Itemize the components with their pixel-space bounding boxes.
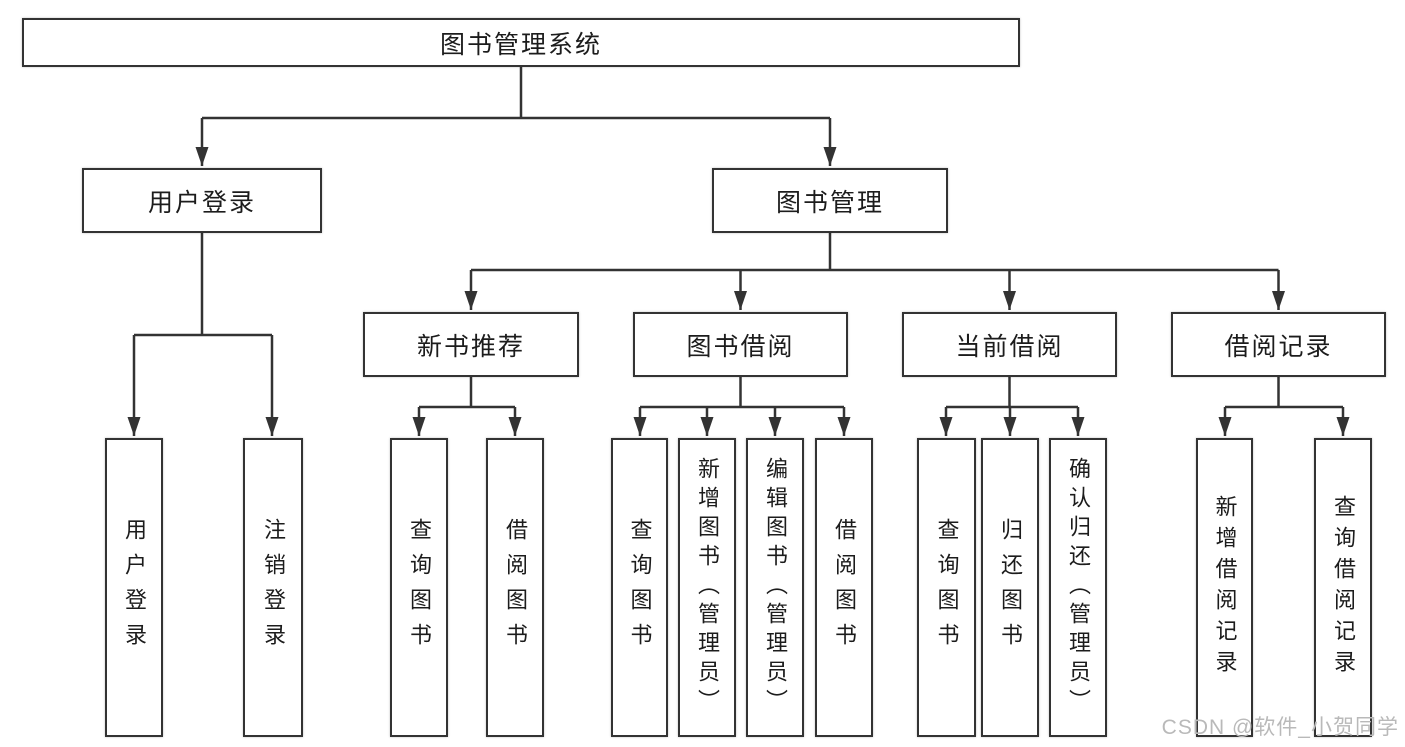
leaf-query-books-borrow: 查询图书 [611,438,668,737]
leaf-label: 查询借阅记录 [1331,494,1356,681]
leaf-label: 注销登录 [261,517,286,658]
node-borrowing-records: 借阅记录 [1171,312,1386,377]
leaf-edit-book-admin: 编辑图书（管理员） [746,438,804,737]
leaf-return-book: 归还图书 [981,438,1039,737]
leaf-query-borrow-record: 查询借阅记录 [1314,438,1372,737]
leaf-label: 借阅图书 [503,517,528,658]
node-new-book-recommend: 新书推荐 [363,312,579,377]
leaf-label: 新增图书（管理员） [695,457,720,718]
node-label: 用户登录 [147,188,256,217]
leaf-label: 确认归还（管理员） [1066,457,1091,718]
leaf-label: 查询图书 [407,517,432,658]
csdn-watermark: CSDN @软件_小贺同学 [1161,716,1399,739]
leaf-confirm-return-admin: 确认归还（管理员） [1049,438,1107,737]
leaf-add-book-admin: 新增图书（管理员） [678,438,736,737]
node-library-management-system: 图书管理系统 [22,18,1020,67]
leaf-query-books-recommend: 查询图书 [390,438,448,737]
leaf-label: 查询图书 [627,517,653,658]
leaf-query-books-current: 查询图书 [917,438,976,737]
leaf-borrow-books: 借阅图书 [815,438,873,737]
leaf-label: 新增借阅记录 [1212,494,1238,681]
leaf-label: 借阅图书 [832,517,857,658]
leaf-user-login: 用户登录 [105,438,163,737]
leaf-borrow-books-recommend: 借阅图书 [486,438,544,737]
leaf-label: 查询图书 [934,517,960,658]
node-label: 图书借阅 [686,332,795,361]
node-book-management: 图书管理 [712,168,948,233]
leaf-label: 归还图书 [998,517,1023,658]
leaf-add-borrow-record: 新增借阅记录 [1196,438,1253,737]
node-label: 图书管理 [775,188,884,217]
leaf-label: 用户登录 [122,517,147,658]
node-label: 新书推荐 [416,332,525,361]
node-label: 图书管理系统 [439,30,602,59]
node-book-borrowing: 图书借阅 [633,312,848,377]
node-user-login: 用户登录 [82,168,322,233]
leaf-label: 编辑图书（管理员） [763,457,788,718]
leaf-logout-login: 注销登录 [243,438,303,737]
node-current-borrowing: 当前借阅 [902,312,1117,377]
node-label: 借阅记录 [1224,332,1333,361]
node-label: 当前借阅 [955,332,1064,361]
